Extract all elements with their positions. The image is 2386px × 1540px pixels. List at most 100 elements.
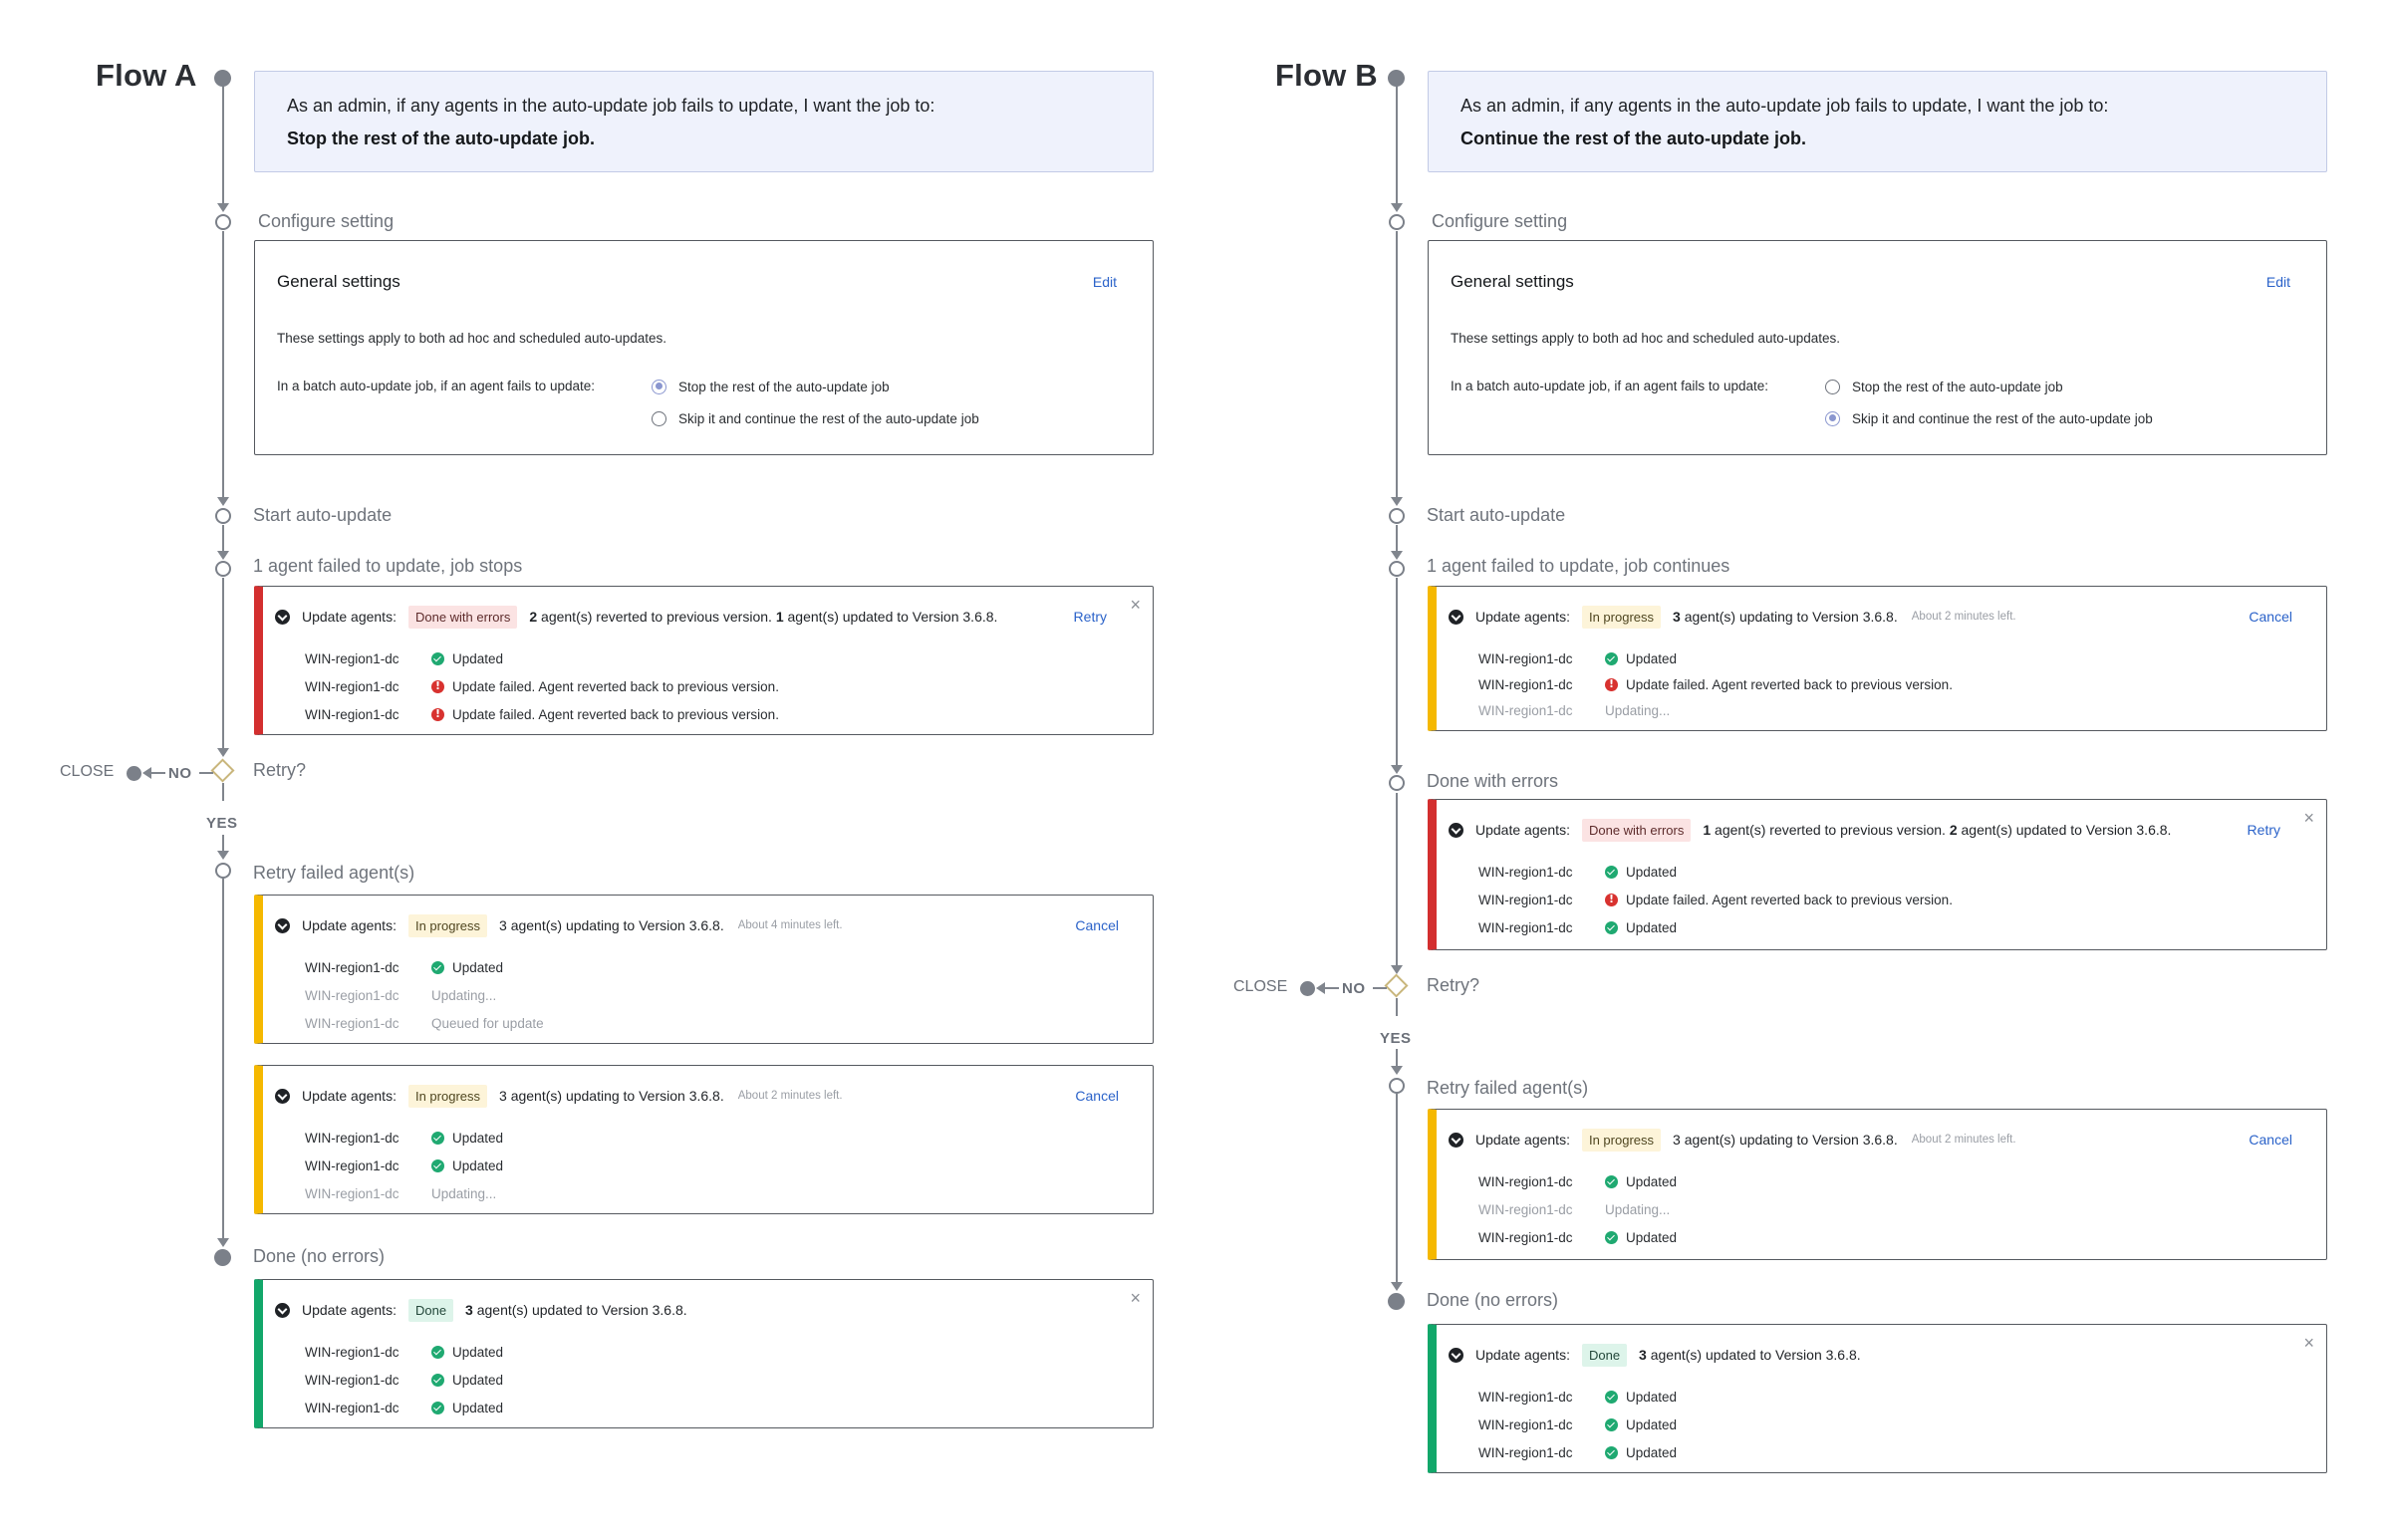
card-header: Update agents: Done 3 agent(s) updated t… — [275, 1298, 1141, 1322]
timeline-arrow — [217, 497, 229, 506]
close-icon[interactable]: × — [2303, 1333, 2314, 1353]
timeline-line — [1396, 231, 1398, 504]
card-header: Update agents: In progress 3 agent(s) up… — [1449, 605, 2314, 629]
settings-panel: General settings Edit These settings app… — [254, 240, 1154, 455]
check-circle-icon — [1605, 865, 1618, 879]
cancel-link[interactable]: Cancel — [2249, 609, 2292, 625]
close-label: CLOSE — [60, 763, 115, 780]
chevron-down-icon[interactable] — [275, 917, 290, 933]
step-label-configure: Configure setting — [258, 211, 395, 231]
timeline-arrow — [217, 1238, 229, 1247]
check-circle-icon — [1605, 1390, 1618, 1404]
step-label-configure: Configure setting — [1432, 211, 1568, 231]
time-remaining: About 2 minutes left. — [1911, 1134, 2016, 1146]
check-circle-icon — [1605, 1230, 1618, 1244]
card-label: Update agents: — [302, 609, 397, 625]
check-circle-icon — [431, 1345, 444, 1359]
radio-option-skip[interactable]: Skip it and continue the rest of the aut… — [652, 408, 979, 428]
card-summary: 3 agent(s) updating to Version 3.6.8. — [499, 917, 724, 933]
cancel-link[interactable]: Cancel — [1075, 917, 1119, 933]
radio-button[interactable] — [652, 379, 666, 394]
update-card-done-with-errors: Update agents: Done with errors 1 agent(… — [1428, 799, 2327, 950]
chevron-down-icon[interactable] — [275, 609, 290, 625]
decision-node — [210, 758, 235, 783]
close-icon[interactable]: × — [2303, 808, 2314, 828]
timeline-line — [1396, 793, 1398, 972]
update-card-in-progress: Update agents: In progress 3 agent(s) up… — [254, 1065, 1154, 1214]
step-node — [1389, 214, 1405, 230]
no-branch-line — [199, 772, 213, 774]
chevron-down-icon[interactable] — [1449, 1347, 1463, 1363]
chevron-down-icon[interactable] — [275, 1088, 290, 1104]
check-circle-icon — [431, 1401, 444, 1414]
radio-option-stop[interactable]: Stop the rest of the auto-update job — [652, 377, 890, 396]
card-header: Update agents: In progress 3 agent(s) up… — [275, 913, 1141, 937]
time-remaining: About 2 minutes left. — [737, 1090, 843, 1102]
check-circle-icon — [1605, 1174, 1618, 1188]
timeline-arrow — [217, 748, 229, 757]
radio-button[interactable] — [652, 410, 666, 426]
card-label: Update agents: — [1475, 822, 1570, 838]
close-icon[interactable]: × — [1130, 1288, 1141, 1308]
radio-button[interactable] — [1825, 379, 1840, 394]
check-circle-icon — [431, 1373, 444, 1387]
close-icon[interactable]: × — [1130, 595, 1141, 615]
chevron-down-icon[interactable] — [1449, 609, 1463, 625]
status-badge: Done with errors — [1581, 818, 1692, 842]
cancel-link[interactable]: Cancel — [1075, 1088, 1119, 1104]
settings-description: These settings apply to both ad hoc and … — [277, 331, 667, 346]
settings-description: These settings apply to both ad hoc and … — [1451, 331, 1841, 346]
card-label: Update agents: — [1475, 1347, 1570, 1363]
close-node — [127, 766, 141, 781]
step-label-retry-question: Retry? — [1427, 975, 1480, 995]
step-node — [1389, 508, 1405, 524]
timeline-arrow — [1391, 1066, 1403, 1075]
close-node — [1300, 981, 1315, 996]
time-remaining: About 2 minutes left. — [1911, 611, 2016, 623]
timeline-arrow — [1391, 551, 1403, 560]
retry-link[interactable]: Retry — [1073, 609, 1107, 625]
update-card-in-progress: Update agents: In progress 3 agent(s) up… — [1428, 1109, 2327, 1260]
status-badge: In progress — [407, 913, 488, 937]
radio-label: Skip it and continue the rest of the aut… — [1852, 410, 2153, 426]
radio-button[interactable] — [1825, 410, 1840, 426]
start-node — [1388, 70, 1405, 87]
chevron-down-icon[interactable] — [1449, 1132, 1463, 1148]
retry-link[interactable]: Retry — [2247, 822, 2280, 838]
edit-link[interactable]: Edit — [2265, 274, 2290, 290]
card-header: Update agents: In progress 3 agent(s) up… — [275, 1084, 1141, 1108]
no-branch-line — [1323, 987, 1339, 989]
chevron-down-icon[interactable] — [1449, 822, 1463, 838]
start-node — [214, 70, 231, 87]
update-card-done: Update agents: Done 3 agent(s) updated t… — [1428, 1324, 2327, 1473]
timeline-arrow — [1391, 497, 1403, 506]
close-label: CLOSE — [1233, 978, 1288, 995]
step-node — [1389, 775, 1405, 791]
timeline-arrow — [217, 551, 229, 560]
radio-option-skip[interactable]: Skip it and continue the rest of the aut… — [1825, 408, 2153, 428]
no-label: NO — [1342, 980, 1366, 997]
step-node — [215, 561, 231, 577]
chevron-down-icon[interactable] — [275, 1302, 290, 1318]
card-summary: 3 agent(s) updating to Version 3.6.8. — [499, 1088, 724, 1104]
step-node — [1389, 561, 1405, 577]
settings-question: In a batch auto-update job, if an agent … — [1451, 379, 1768, 393]
timeline-line — [222, 835, 224, 857]
check-circle-icon — [1605, 1417, 1618, 1431]
edit-link[interactable]: Edit — [1092, 274, 1117, 290]
check-circle-icon — [1605, 651, 1618, 665]
radio-option-stop[interactable]: Stop the rest of the auto-update job — [1825, 377, 2063, 396]
cancel-link[interactable]: Cancel — [2249, 1132, 2292, 1148]
timeline-arrow — [217, 851, 229, 860]
